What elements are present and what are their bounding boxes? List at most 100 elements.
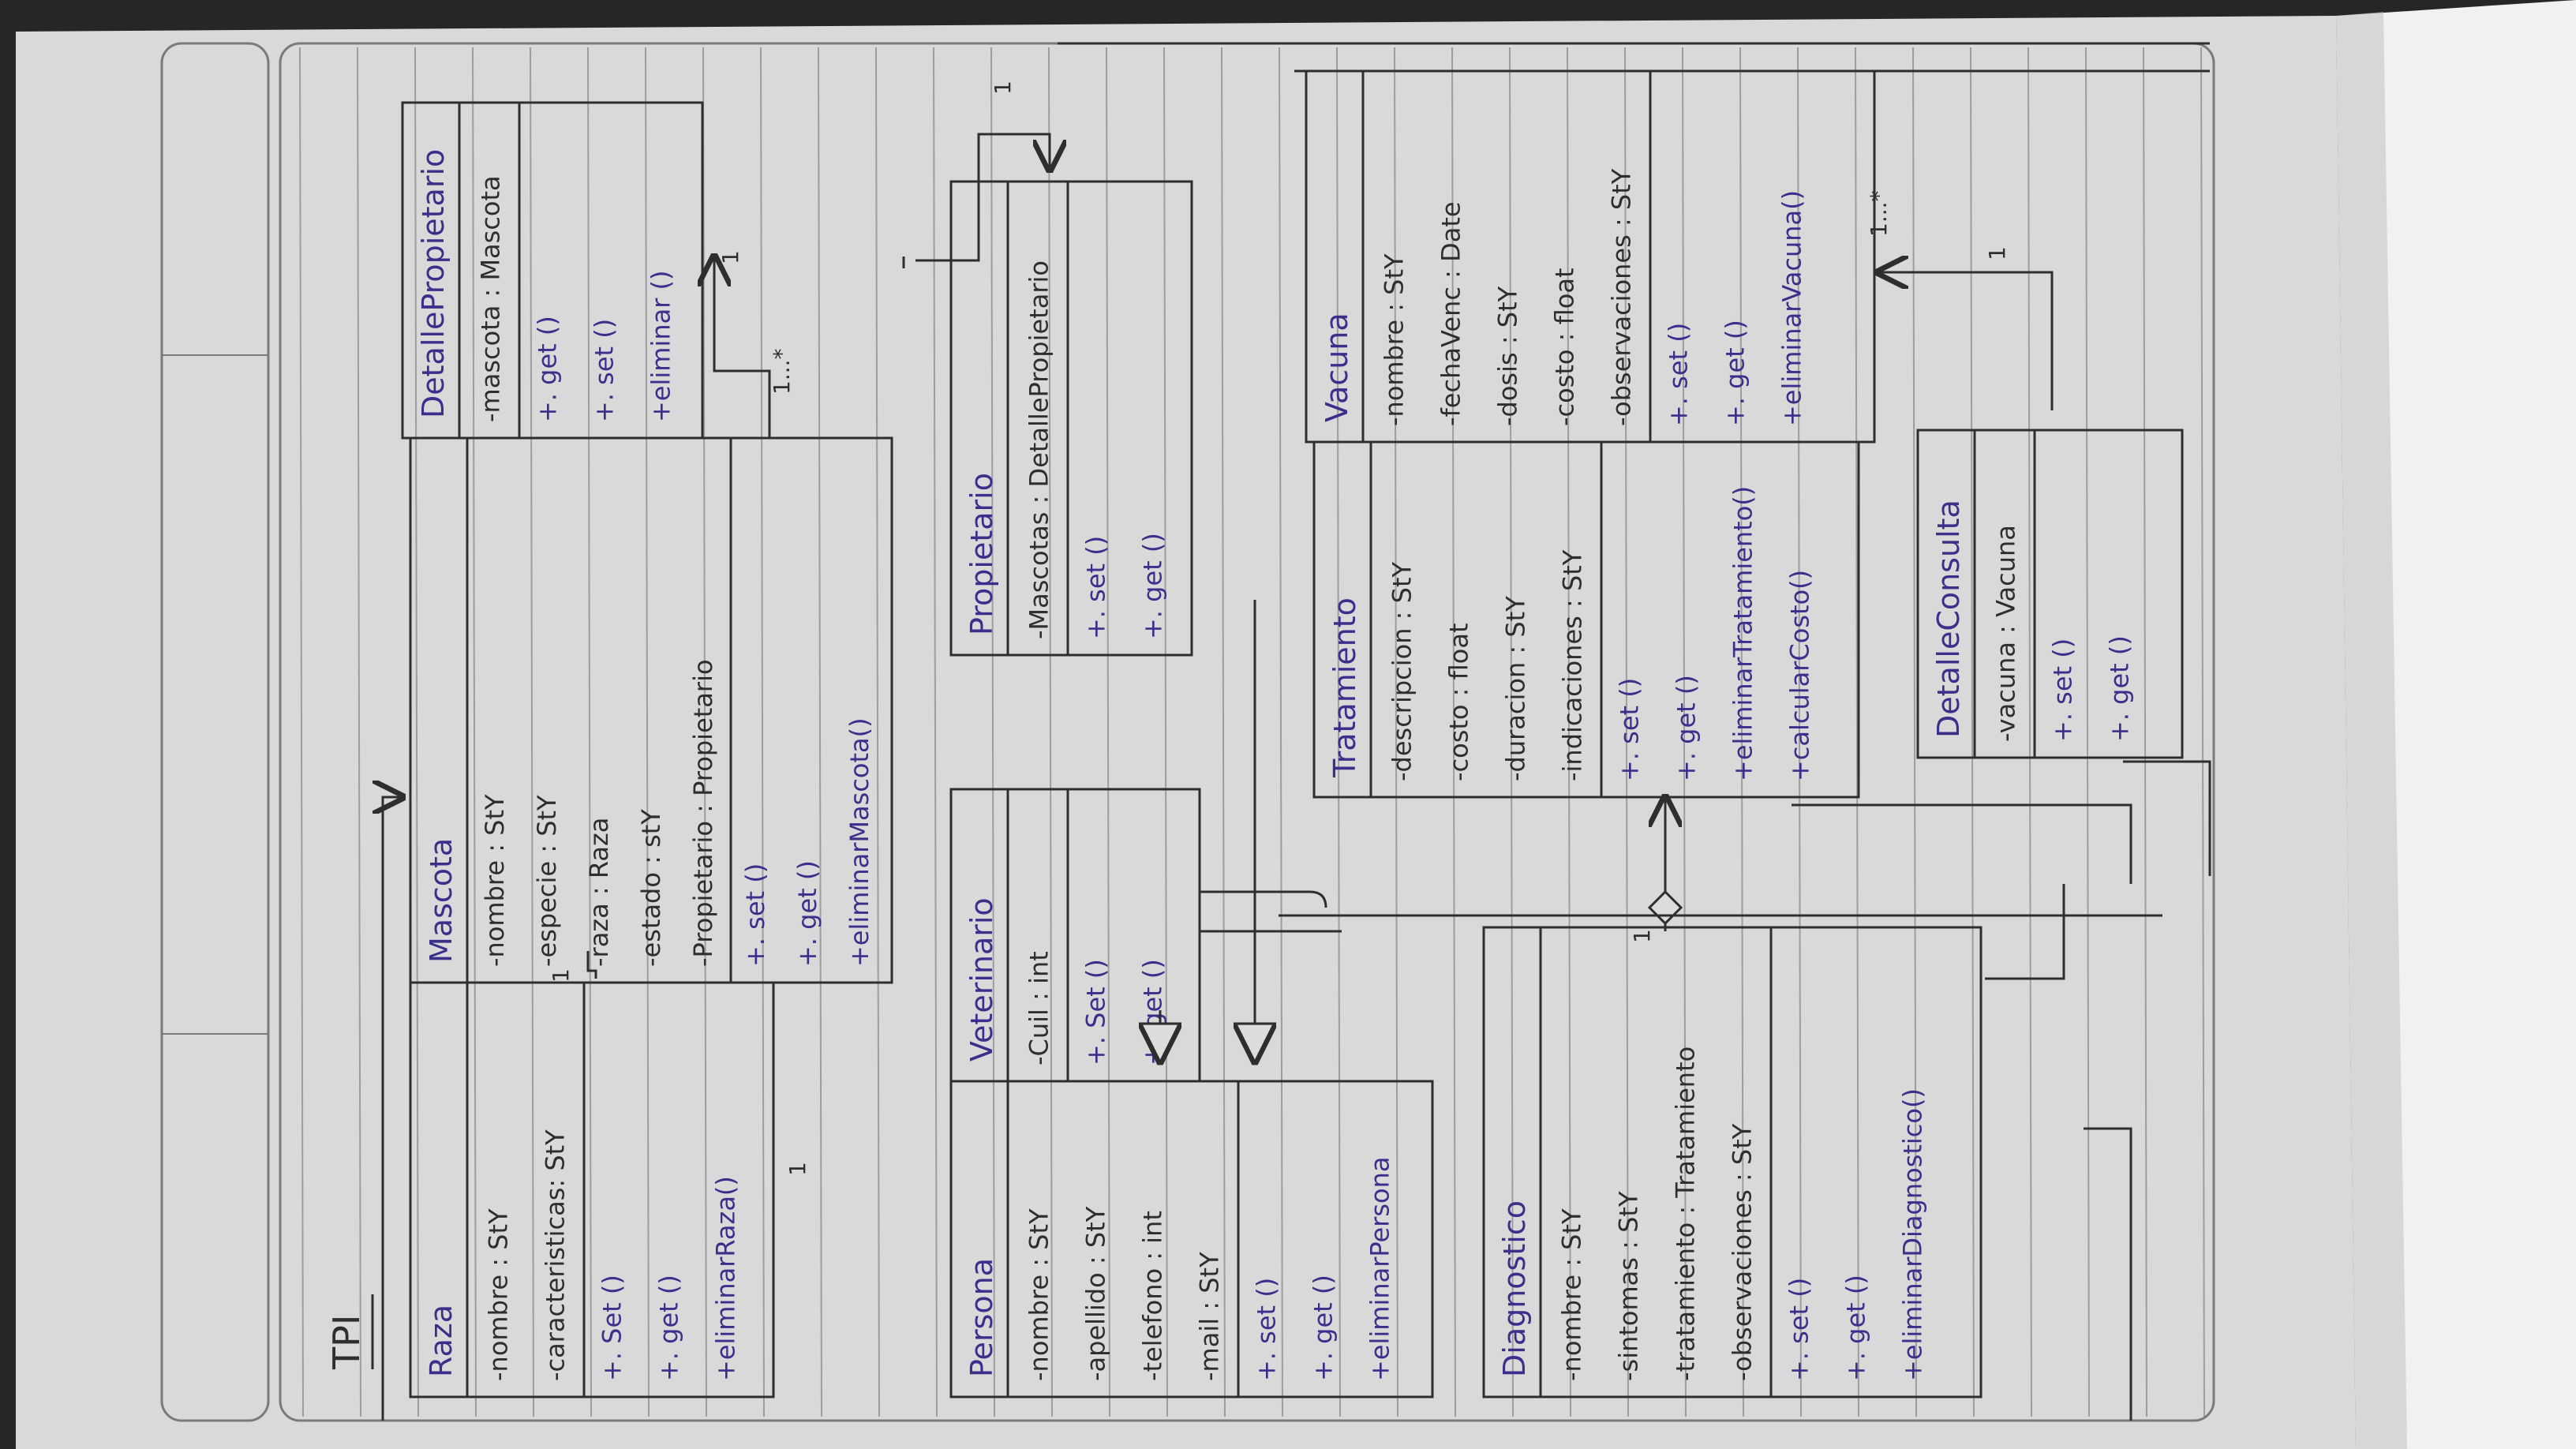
multiplicity-label: 1 [717,250,743,264]
class-name: DetallePropietario [416,149,451,418]
class-name: Persona [964,1258,999,1377]
class-veterinario: Veterinario -Cuil : int +. Set () +. get () [949,788,1201,1083]
class-method: +. set () [2047,638,2077,742]
multiplicity-label: 1 [1629,929,1655,943]
class-method: +. set () [589,319,619,422]
class-method: +. get () [1308,1275,1338,1381]
class-method: +calcularCosto() [1784,570,1814,781]
class-attribute: -estado : stY [636,809,666,967]
class-method: +. Set () [597,1275,627,1381]
rule-line [2027,47,2032,1417]
class-attribute: -fechaVenc : Date [1436,201,1466,426]
rule-line [1624,47,1629,1417]
class-method: +. set () [1251,1278,1281,1381]
class-box-border [1916,429,2184,759]
class-attribute: -especie : StY [532,795,562,967]
rule-line [1567,47,1571,1417]
rule-line [2085,47,2090,1417]
rule-line [1912,47,1917,1417]
class-name: Diagnostico [1497,1200,1532,1377]
class-method: +. get () [1840,1275,1870,1381]
class-name: Veterinario [964,897,999,1061]
class-method: +. get () [1720,320,1750,426]
rule-line [1970,47,1975,1417]
rule-line [760,47,765,1417]
bottom-right-link [2084,1127,2132,1421]
class-tratamiento: Tratamiento-descripcion : StY-costo : fl… [1312,440,1860,799]
class-name: Vacuna [1320,313,1354,422]
vacuna-detalleconsulta-link [1878,272,2054,410]
class-method: +eliminarRaza() [710,1176,740,1381]
rule-line [472,47,477,1417]
class-attribute: -duracion : StY [1500,596,1530,781]
class-mascota: Mascota-nombre : StY-especie : StY-raza … [409,436,893,984]
class-attribute: -nombre : StY [1556,1208,1586,1381]
raza-frame-link [383,797,402,1421]
raza-mascota-link [586,951,597,979]
class-method: +eliminarVacuna() [1777,190,1807,426]
multiplicity-label: 1...* [769,348,795,395]
class-attribute: -descripcion : StY [1387,562,1417,782]
relationship-lines [383,42,2211,1421]
class-method: +. set () [1080,536,1110,639]
class-detalle-propietario: DetallePropietario-mascota : Mascota+. g… [401,101,704,440]
class-attribute: -observaciones : StY [1606,168,1636,426]
class-name: Tratamiento [1327,597,1362,778]
class-method: +. get () [1137,959,1167,1065]
propietario-detalle-link [915,133,1050,262]
class-attribute: -costo : float [1549,268,1579,426]
multiplicity-label: 1 [784,1162,811,1176]
class-method: +. get () [1137,533,1167,639]
page-title: TPI [325,1315,368,1370]
class-method: +eliminarDiagnostico() [1897,1088,1927,1381]
class-attribute: -apellido : StY [1080,1206,1110,1381]
rule-line [1106,47,1110,1417]
tratamiento-long-link [1792,803,2132,884]
class-attribute: -vacuna : Vacuna [1990,525,2020,742]
class-attribute: -raza : Raza [584,818,614,967]
rule-line [1221,47,1226,1417]
class-method: +eliminarMascota() [844,717,874,967]
multiplicity-label: 1 [990,80,1016,95]
class-name: Raza [424,1305,459,1377]
rule-line [1855,47,1859,1417]
class-method: +. set () [740,863,770,967]
rule-line [2200,47,2205,1417]
rule-line [530,47,534,1417]
class-method: +. set () [1784,1278,1814,1381]
class-method: +eliminarPersona [1365,1156,1395,1381]
class-attribute: -nombre : StY [1379,253,1409,426]
rule-line [1509,47,1514,1417]
class-method: +. get () [792,860,822,967]
class-method: +eliminar () [646,270,676,422]
rule-line [818,47,822,1417]
class-attribute: -tratamiento : Tratamiento [1670,1046,1700,1381]
class-method: +. get () [653,1275,683,1381]
class-attribute: -nombre : StY [480,794,510,967]
rule-line [1048,47,1053,1417]
class-box-border [1482,926,1983,1398]
class-attribute: -observaciones : StY [1727,1123,1757,1381]
rule-line [1451,47,1456,1417]
rule-line [587,47,592,1417]
class-method: +. get () [1671,675,1701,781]
rule-line [1394,47,1398,1417]
multiplicity-label: 1 [548,968,574,983]
class-method: +eliminarTratamiento() [1728,486,1758,781]
class-attribute: -Cuil : int [1024,951,1054,1065]
rule-line [1797,47,1802,1417]
class-method: +. Set () [1080,959,1110,1065]
class-attribute: -mail : StY [1194,1252,1224,1381]
rule-line [1279,47,1283,1417]
detalleconsulta-link [2123,760,2211,876]
rule-line [2143,47,2147,1417]
class-attribute: -Propietario : Propietario [688,659,718,967]
class-box-border [949,788,1201,1083]
multiplicity-label: 1...* [1866,190,1892,237]
rule-line [645,47,650,1417]
class-attribute: -caracteristicas: StY [540,1129,570,1381]
class-raza: Raza-nombre : StY-caracteristicas: StY+.… [409,981,775,1398]
rule-line [1739,47,1744,1417]
class-box-border [949,180,1193,657]
